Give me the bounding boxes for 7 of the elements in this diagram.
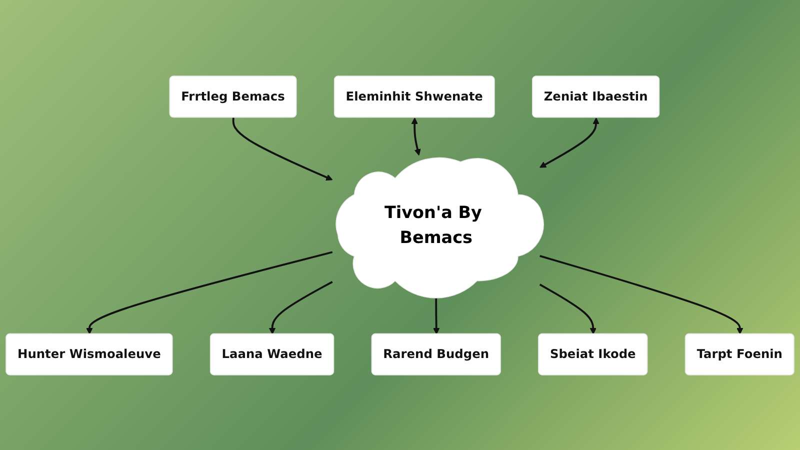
arrow: [539, 283, 596, 334]
arrow: [540, 254, 744, 334]
arrow: [411, 117, 421, 156]
arrow: [268, 280, 333, 334]
arrow: [86, 250, 333, 334]
arrow: [232, 117, 333, 180]
arrow: [540, 117, 600, 168]
